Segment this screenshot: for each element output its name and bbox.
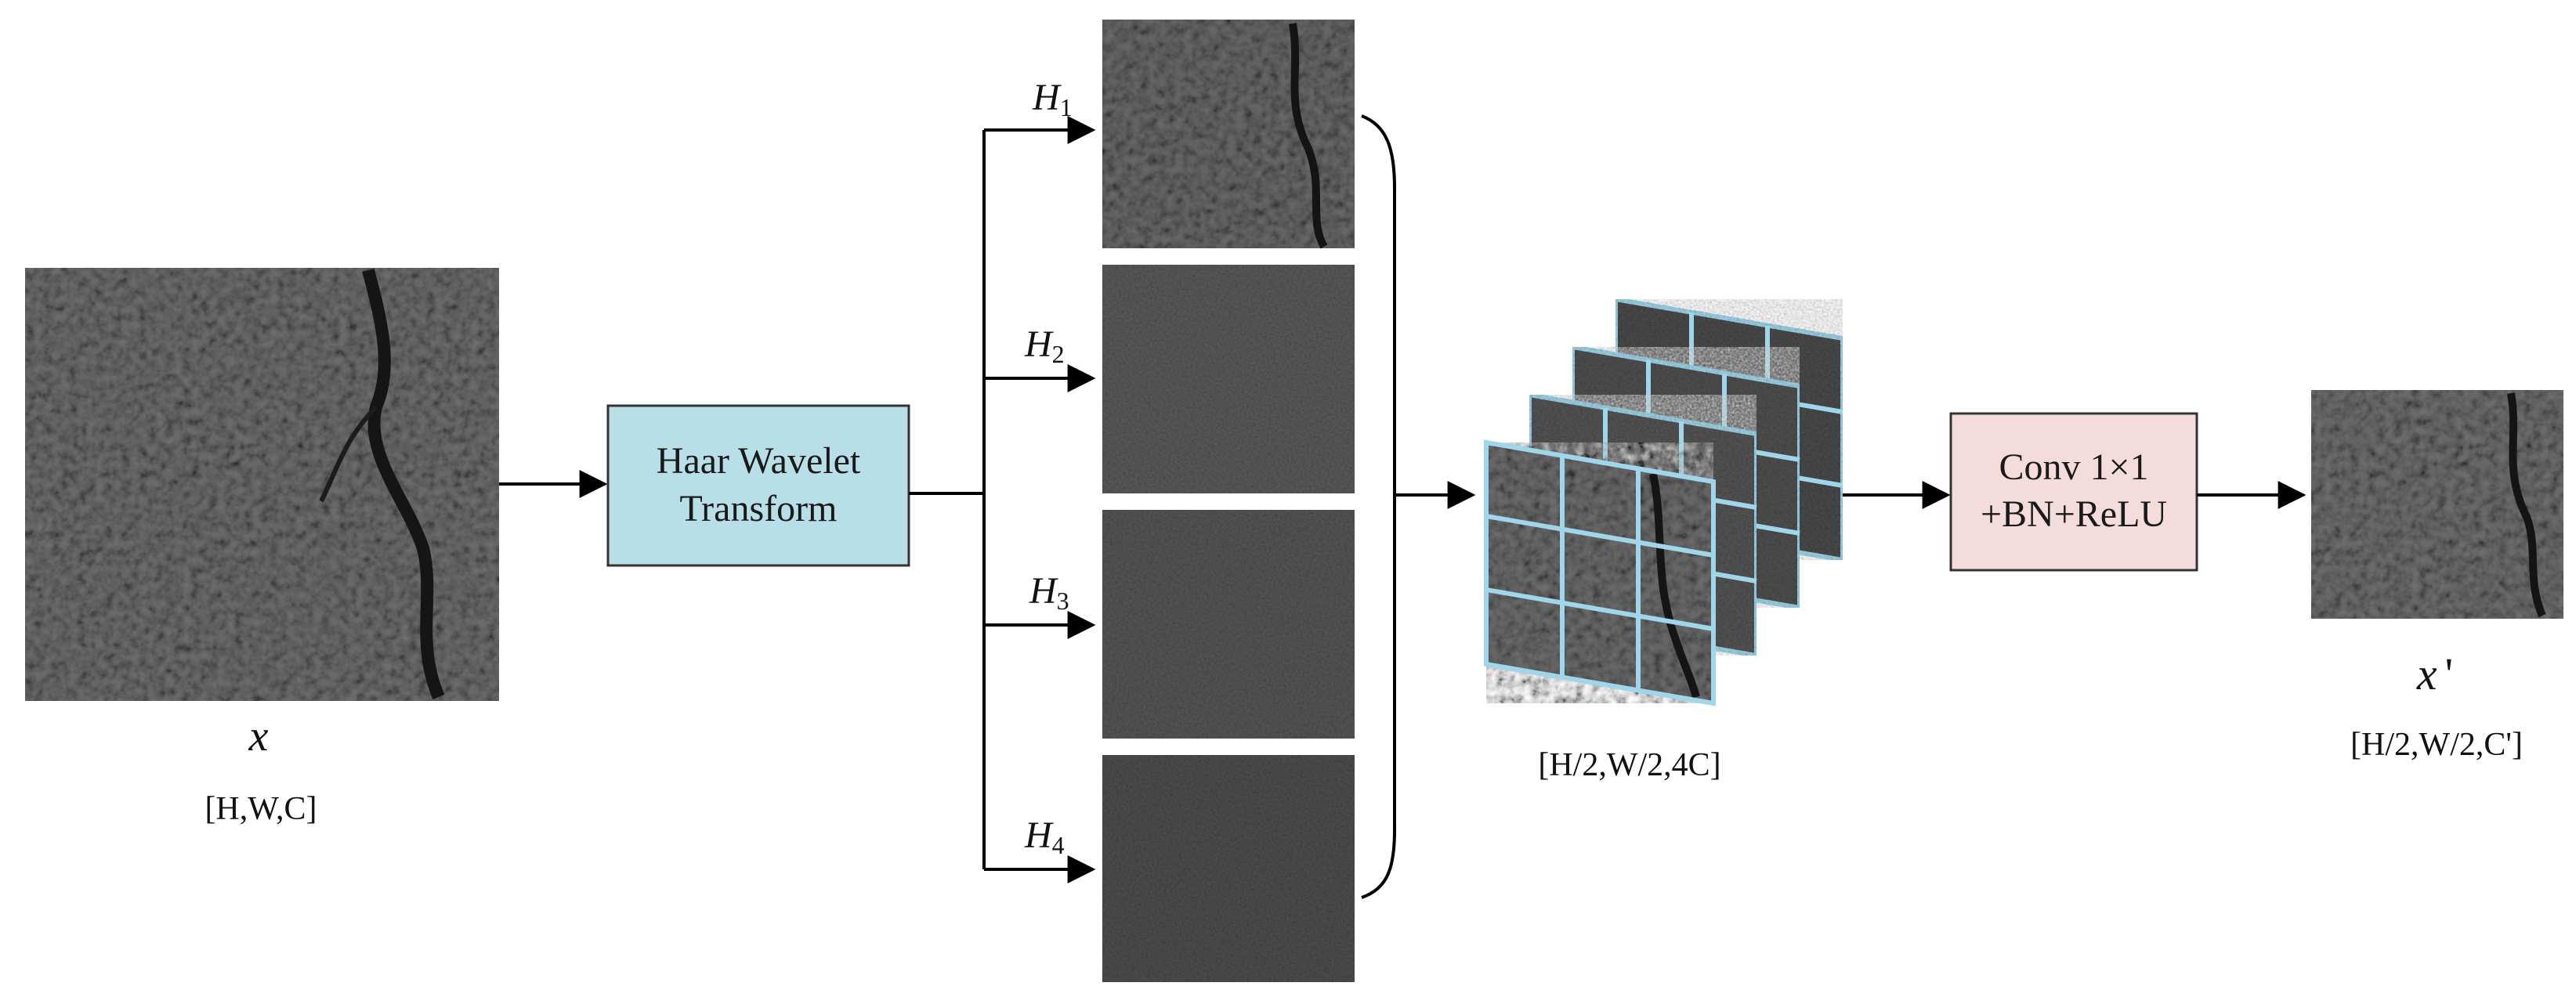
output-shape-label: [H/2,W/2,C'] [2350,727,2523,763]
concat-bracket [1361,114,1396,899]
output-image [2311,390,2563,619]
branch-label-h3: H3 [1029,570,1069,615]
subband-h1-image [1102,20,1355,249]
conv-box: Conv 1×1 +BN+ReLU [1949,412,2198,572]
conv-rect [1949,412,2198,572]
subband-h2-image [1102,265,1355,493]
branch-label-h4: H4 [1024,815,1065,859]
haar-wavelet-label-1: Haar Wavelet [657,440,861,482]
stack-shape-label: [H/2,W/2,4C] [1538,747,1720,783]
input-image [25,268,499,701]
branch-label-h1: H1 [1032,77,1073,121]
input-shape-label: [H,W,C] [204,791,317,827]
subband-h4-image [1102,755,1355,982]
input-symbol: x [248,712,269,760]
crack-line [362,268,445,700]
subband-h3-image [1102,510,1355,739]
haar-wavelet-rect [606,404,910,567]
output-symbol: x' [2416,648,2453,699]
conv-label-1: Conv 1×1 [1999,446,2148,488]
haar-wavelet-box: Haar Wavelet Transform [606,404,910,567]
feature-stack [1484,296,1845,706]
stack-layer-1 [1484,439,1716,706]
haar-wavelet-label-2: Transform [680,488,838,529]
branch-label-h2: H2 [1024,323,1065,368]
conv-label-2: +BN+ReLU [1981,493,2167,535]
